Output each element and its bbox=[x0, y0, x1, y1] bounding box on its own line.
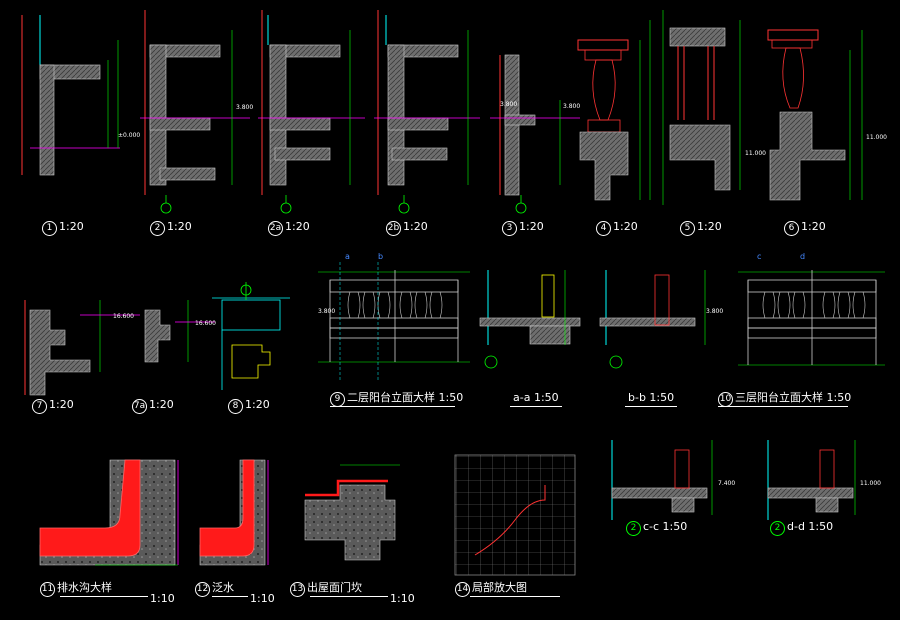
detail-13 bbox=[304, 464, 400, 561]
caption-underline-12 bbox=[212, 596, 248, 597]
caption-underline-11 bbox=[60, 596, 148, 597]
detail-8 bbox=[212, 282, 290, 390]
elevation-2: 3.800 bbox=[236, 104, 254, 111]
detail-2a bbox=[258, 10, 365, 214]
section-b-b bbox=[599, 270, 706, 369]
elevation-3: 3.800 bbox=[500, 101, 518, 108]
caption-underline-13 bbox=[310, 596, 388, 597]
detail-2b bbox=[374, 10, 480, 214]
elevation-3b: 3.800 bbox=[563, 103, 581, 110]
caption-underline-9 bbox=[330, 406, 455, 407]
detail-14 bbox=[454, 454, 576, 576]
section-mark-c: c bbox=[757, 252, 762, 261]
elevation-8: 16.600 bbox=[195, 320, 216, 327]
detail-12 bbox=[199, 459, 269, 566]
elevation-11: 7.400 bbox=[718, 480, 736, 487]
elevation-1: ±0.000 bbox=[118, 132, 141, 139]
section-a-a bbox=[479, 270, 581, 369]
caption-underline-aa bbox=[510, 406, 562, 407]
caption-scale-12: 1:10 bbox=[250, 592, 275, 605]
elevation-5: 11.000 bbox=[745, 150, 766, 157]
section-d-d bbox=[767, 440, 856, 520]
detail-4 bbox=[577, 20, 651, 201]
detail-3 bbox=[490, 54, 580, 214]
detail-2 bbox=[140, 10, 250, 214]
detail-11 bbox=[39, 459, 179, 566]
detail-10 bbox=[738, 270, 885, 366]
caption-section-b-b: b-b 1:50 bbox=[628, 391, 675, 404]
detail-1 bbox=[21, 15, 120, 176]
detail-7 bbox=[24, 300, 140, 396]
elevation-9: 3.800 bbox=[318, 308, 336, 315]
elevation-10: 3.800 bbox=[706, 308, 724, 315]
elevation-12: 11.000 bbox=[860, 480, 881, 487]
detail-6 bbox=[767, 29, 863, 201]
elevation-7: 16.600 bbox=[113, 313, 134, 320]
caption-underline-14 bbox=[470, 596, 560, 597]
detail-5 bbox=[662, 10, 741, 205]
caption-scale-11: 1:10 bbox=[150, 592, 175, 605]
caption-scale-13: 1:10 bbox=[390, 592, 415, 605]
detail-9 bbox=[318, 262, 470, 380]
elevation-6: 11.000 bbox=[866, 134, 887, 141]
section-mark-b: b bbox=[378, 252, 384, 261]
section-mark-a: a bbox=[345, 252, 350, 261]
section-mark-d: d bbox=[800, 252, 806, 261]
caption-section-a-a: a-a 1:50 bbox=[513, 391, 559, 404]
caption-underline-10 bbox=[718, 406, 848, 407]
section-c-c bbox=[611, 440, 713, 520]
caption-underline-bb bbox=[625, 406, 677, 407]
detail-7a bbox=[144, 300, 215, 363]
